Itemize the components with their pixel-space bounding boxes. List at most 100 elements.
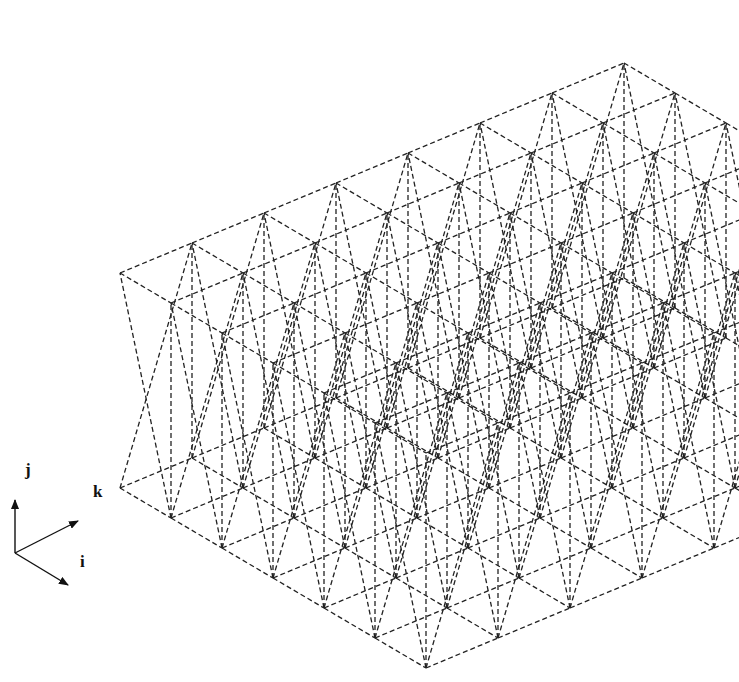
lattice-line [171, 303, 222, 333]
lattice-line [324, 393, 375, 638]
lattice-line [570, 363, 642, 608]
lattice-line [624, 63, 675, 93]
lattice-line [387, 213, 438, 458]
lattice-line [663, 273, 735, 518]
lattice-line [552, 63, 624, 93]
lattice-line [324, 608, 375, 638]
lattice-line [633, 183, 705, 213]
lattice-line [590, 333, 591, 548]
lattice-line [447, 393, 498, 638]
lattice-line [735, 243, 739, 273]
lattice-line [498, 608, 570, 638]
lattice-line [468, 548, 519, 578]
lattice-line [519, 333, 591, 578]
lattice-line [561, 458, 612, 488]
lattice-line [602, 123, 603, 338]
lattice-line [345, 303, 417, 333]
lattice-line [705, 368, 739, 398]
lattice-line [561, 243, 612, 273]
lattice-line [498, 393, 570, 638]
lattice-line [344, 333, 345, 548]
lattice-line [479, 123, 480, 338]
lattice-line [264, 183, 336, 428]
lattice-line [632, 213, 633, 428]
lattice-line [735, 458, 739, 488]
lattice-line [663, 303, 714, 333]
lattice-line [726, 123, 739, 153]
lattice-line [293, 303, 294, 518]
lattice-line [120, 243, 192, 488]
lattice-line [408, 123, 480, 153]
lattice-line [294, 518, 345, 548]
lattice-line [386, 213, 387, 428]
lattice-line [633, 428, 684, 458]
lattice-line [171, 518, 222, 548]
lattice-line [222, 333, 273, 363]
lattice-line [510, 183, 582, 428]
lattice-line [447, 608, 498, 638]
lattice-line [336, 183, 387, 213]
lattice-line [315, 213, 387, 243]
lattice-line [417, 303, 468, 548]
lattice-line [561, 243, 612, 488]
lattice-line [489, 243, 561, 488]
lattice-line [324, 363, 396, 608]
lattice-line [663, 518, 714, 548]
lattice-line [561, 213, 633, 458]
lattice-line [531, 153, 582, 398]
lattice-line [531, 123, 603, 153]
lattice-line [582, 153, 654, 183]
lattice-line [540, 273, 612, 303]
lattice-line [459, 183, 510, 213]
lattice-line [519, 363, 570, 608]
lattice-line [324, 393, 375, 423]
lattice-line [603, 123, 654, 368]
lattice-line [417, 273, 489, 303]
lattice-line [540, 303, 591, 333]
lattice-line [192, 213, 264, 243]
lattice-line [641, 363, 642, 578]
lattice-line [663, 303, 714, 548]
lattice-line [509, 213, 510, 428]
lattice-line [489, 243, 561, 273]
lattice-line [603, 93, 675, 338]
lattice-line [489, 488, 540, 518]
lattice-line [551, 93, 552, 308]
lattice-line [510, 183, 582, 213]
lattice-line [273, 363, 324, 608]
lattice-line [272, 363, 273, 578]
lattice-line [408, 153, 459, 398]
lattice-line [612, 243, 684, 273]
lattice-line [417, 303, 468, 333]
lattice-line [480, 123, 531, 153]
lattice-line [222, 333, 273, 578]
lattice-line [273, 578, 324, 608]
lattice-line [633, 213, 684, 458]
lattice-line [417, 273, 489, 518]
lattice-line [459, 153, 531, 398]
lattice-line [458, 183, 459, 398]
lattice-line [561, 213, 633, 243]
lattice-line [437, 243, 438, 458]
lattice-line [264, 183, 336, 213]
lattice-line [654, 123, 726, 153]
lattice-line [120, 243, 192, 273]
lattice-line [468, 333, 519, 578]
lattice-line [345, 333, 396, 578]
lattice-line [489, 273, 540, 518]
lattice-line [396, 578, 447, 608]
lattice-line [366, 243, 438, 273]
lattice-line [498, 393, 570, 423]
lattice-line [323, 393, 324, 608]
lattice-line [396, 363, 447, 608]
lattice-line [519, 363, 570, 393]
lattice-line [552, 93, 603, 338]
lattice-line [540, 273, 612, 518]
lattice-line [480, 123, 531, 368]
lattice-line [705, 183, 739, 428]
lattice-line [612, 243, 684, 488]
lattice-line [662, 303, 663, 518]
lattice-line [408, 153, 459, 183]
lattice-line [426, 423, 498, 668]
